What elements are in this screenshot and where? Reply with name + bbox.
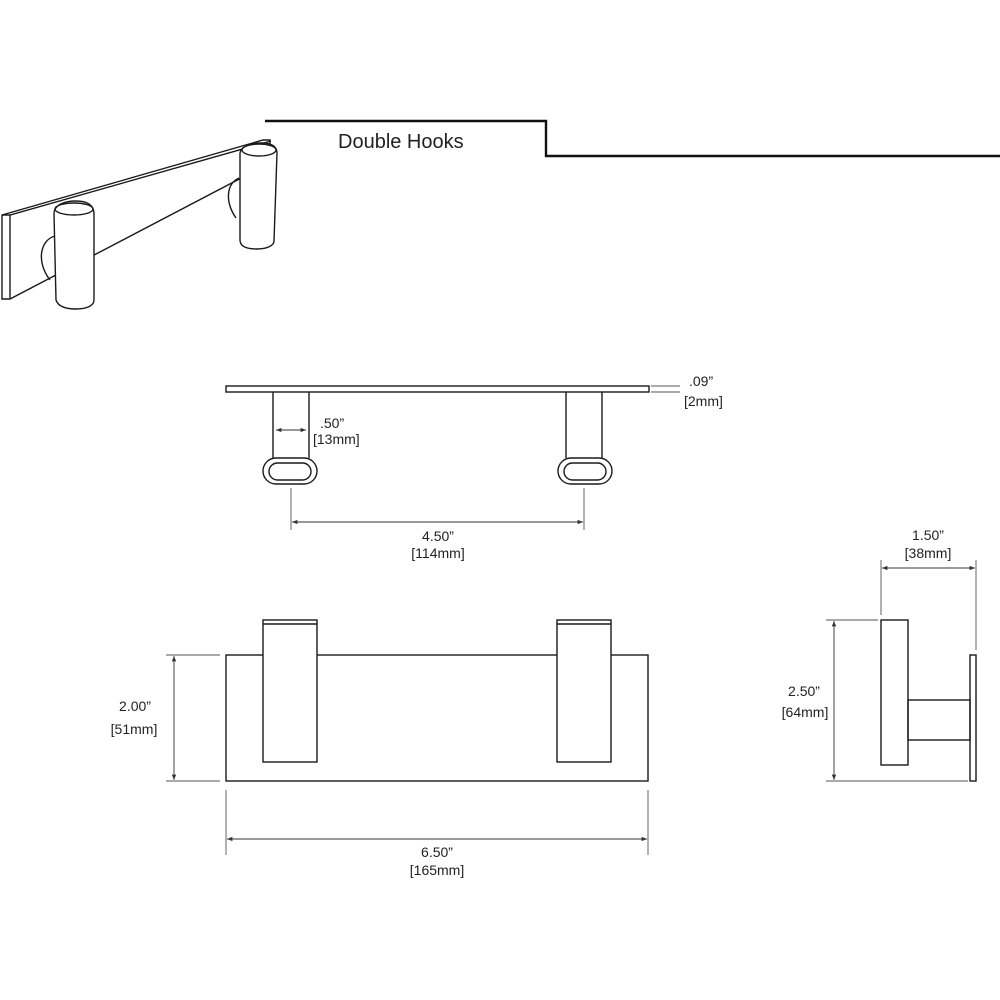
hook-left-perspective <box>53 200 95 310</box>
hook-left-front <box>262 619 318 763</box>
dim-plate-length-metric: [165mm] <box>410 862 464 878</box>
dim-overall-height-metric: [64mm] <box>782 704 829 720</box>
dim-plate-height-metric: [51mm] <box>111 721 158 737</box>
plate-top <box>225 385 650 393</box>
dim-plate-thickness-imperial: .09” <box>689 373 713 389</box>
dim-projection-imperial: 1.50” <box>912 527 944 543</box>
hook-left-top <box>262 392 318 485</box>
front-view: 2.00” [51mm] 6.50” [165mm] <box>111 619 649 878</box>
dim-hook-spacing-metric: [114mm] <box>411 545 464 561</box>
hook-neck-left <box>40 235 56 281</box>
plate-side <box>969 654 977 782</box>
title-banner: Double Hooks <box>265 119 1000 158</box>
dim-overall-height-imperial: 2.50” <box>788 683 820 699</box>
dim-plate-length: 6.50” [165mm] <box>225 790 649 878</box>
dim-plate-length-imperial: 6.50” <box>421 844 453 860</box>
plate-front <box>225 654 649 782</box>
hook-side <box>880 619 909 766</box>
title-banner-line <box>265 119 1000 158</box>
hook-right-perspective <box>239 142 278 250</box>
dim-hook-width-metric: [13mm] <box>313 431 360 447</box>
dim-hook-width-imperial: .50” <box>320 415 344 431</box>
dim-hook-spacing: 4.50” [114mm] <box>290 488 585 561</box>
dim-plate-thickness: .09” [2mm] <box>651 373 723 409</box>
hook-right-top <box>557 392 613 485</box>
dim-overall-height: 2.50” [64mm] <box>782 619 968 782</box>
dim-plate-thickness-metric: [2mm] <box>684 393 723 409</box>
title: Double Hooks <box>338 131 464 153</box>
side-view: 1.50” [38mm] 2.50” [64mm] <box>782 527 977 782</box>
dim-plate-height: 2.00” [51mm] <box>111 654 220 782</box>
dim-projection: 1.50” [38mm] <box>880 527 977 650</box>
dim-projection-metric: [38mm] <box>905 545 952 561</box>
hook-arm-side <box>907 699 971 741</box>
dim-hook-spacing-imperial: 4.50” <box>422 528 454 544</box>
top-view: .09” [2mm] .50” [13mm] 4.50” [114mm] <box>225 373 723 561</box>
perspective-illustration <box>1 139 278 310</box>
hook-right-front <box>556 619 612 763</box>
back-plate-perspective <box>1 139 271 300</box>
hook-neck-right <box>227 177 240 219</box>
dim-hook-width: .50” [13mm] <box>276 415 360 447</box>
dim-plate-height-imperial: 2.00” <box>119 698 151 714</box>
